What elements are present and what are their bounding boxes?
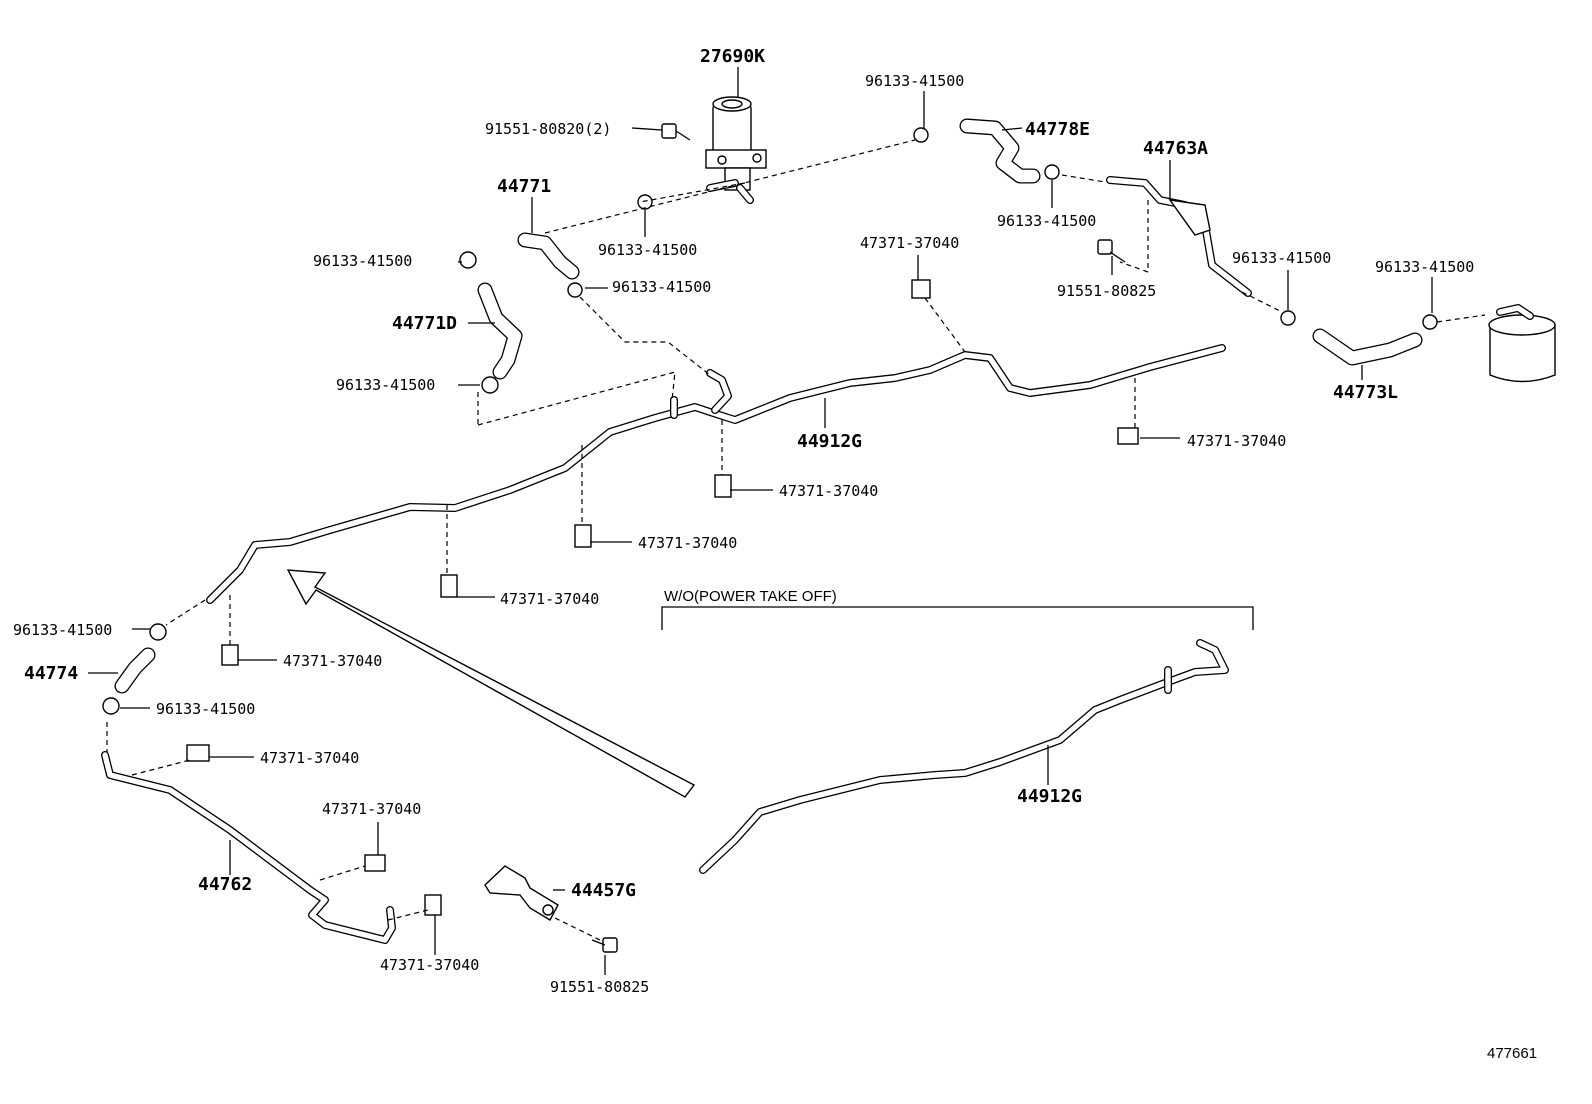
main-pipe-lower-alt: [699, 639, 1229, 874]
leader-lines: [88, 67, 1433, 975]
label-44773L: 44773L: [1333, 382, 1398, 403]
label-clamp-left-bottom: 96133-41500: [336, 376, 435, 394]
label-44762: 44762: [198, 874, 252, 895]
pipe-44762: [101, 751, 396, 944]
figure-number: 477661: [1487, 1045, 1537, 1062]
bolt-icon: [1097, 239, 1126, 263]
hose-44773L: [1312, 328, 1423, 366]
label-44774: 44774: [24, 663, 78, 684]
label-clip-bottom-1: 47371-37040: [322, 800, 421, 818]
part-labels: 27690K 91551-80820(2) 96133-41500 44778E…: [13, 46, 1537, 1062]
variant-caption: W/O(POWER TAKE OFF): [664, 588, 837, 605]
label-27690K: 27690K: [700, 46, 765, 67]
label-clamp-lower-left: 96133-41500: [13, 621, 112, 639]
charcoal-canister: [1488, 304, 1556, 383]
label-44771D: 44771D: [392, 313, 457, 334]
label-clip-bottom-2: 47371-37040: [380, 956, 479, 974]
front-direction-arrow: [286, 569, 696, 798]
label-44771: 44771: [497, 176, 551, 197]
label-clamp-left-top: 96133-41500: [313, 252, 412, 270]
clip-icons: [186, 279, 1139, 916]
label-44763A: 44763A: [1143, 138, 1208, 159]
label-clip-lower: 47371-37040: [260, 749, 359, 767]
hose-44774: [114, 647, 156, 694]
label-clip-mid-2: 47371-37040: [638, 534, 737, 552]
label-clip-mid-1: 47371-37040: [779, 482, 878, 500]
bolt-icon: [591, 937, 618, 953]
label-clamp-hose-left: 96133-41500: [612, 278, 711, 296]
label-44912G-alt: 44912G: [1017, 786, 1082, 807]
main-pipe-upper: [206, 344, 1226, 604]
label-clamp-right: 96133-41500: [1232, 249, 1331, 267]
label-bolt-valve: 91551-80820(2): [485, 120, 611, 138]
variant-bracket: [661, 606, 1254, 630]
label-clamp-hose-top: 96133-41500: [997, 212, 1096, 230]
label-clip-mid-3: 47371-37040: [500, 590, 599, 608]
label-bolt-right: 91551-80825: [1057, 282, 1156, 300]
pipe-44763A: [1106, 176, 1252, 297]
label-clip-top: 47371-37040: [860, 234, 959, 252]
hose-44778E: [959, 118, 1041, 184]
vsv-valve-27690K: [705, 96, 767, 204]
hose-44771D: [477, 282, 523, 380]
label-clamp-top: 96133-41500: [865, 72, 964, 90]
assembly-lines: [106, 139, 1486, 941]
label-clamp-lower: 96133-41500: [156, 700, 255, 718]
label-clamp-valve: 96133-41500: [598, 241, 697, 259]
hose-44771: [517, 232, 580, 280]
bracket-44457G: [484, 865, 559, 921]
label-44457G: 44457G: [571, 880, 636, 901]
label-bolt-bracket: 91551-80825: [550, 978, 649, 996]
label-44778E: 44778E: [1025, 119, 1090, 140]
bolt-icon: [661, 123, 691, 141]
label-clamp-canister: 96133-41500: [1375, 258, 1474, 276]
label-clip-right: 47371-37040: [1187, 432, 1286, 450]
label-44912G: 44912G: [797, 431, 862, 452]
clamp-icons: [102, 127, 1438, 715]
label-clip-left: 47371-37040: [283, 652, 382, 670]
